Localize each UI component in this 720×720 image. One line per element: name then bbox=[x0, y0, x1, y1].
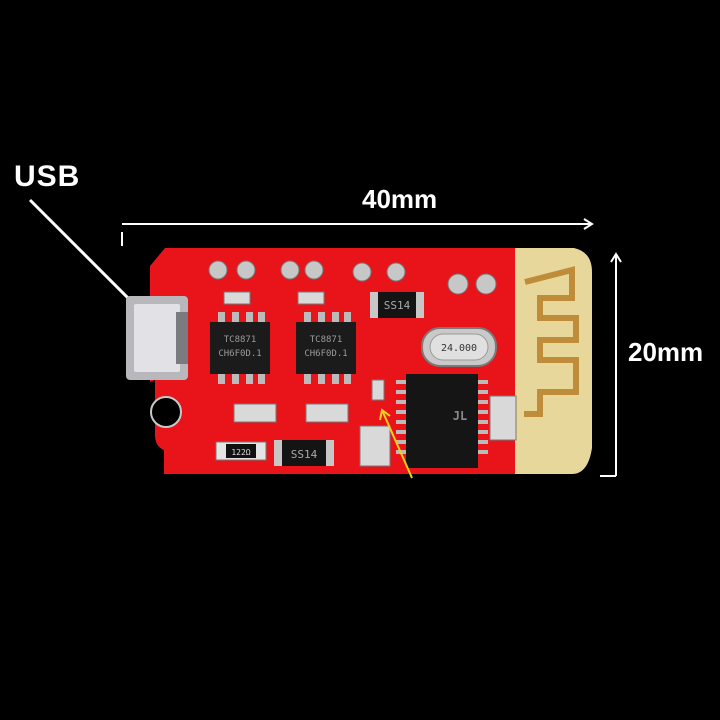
amplifier-chip-1: TC8871 CH6F0D.1 bbox=[210, 312, 270, 384]
antenna-trace bbox=[524, 266, 579, 417]
amp-chip-2-line-1: TC8871 bbox=[310, 335, 343, 345]
usb-connector bbox=[126, 296, 188, 380]
mounting-hole bbox=[150, 396, 182, 428]
amp-chip-1-line-1: TC8871 bbox=[224, 335, 257, 345]
yellow-pointer-arrow bbox=[379, 408, 413, 479]
width-dimension-label: 40mm bbox=[362, 184, 438, 214]
crystal-oscillator: 24.000 bbox=[421, 327, 497, 367]
width-dimension-line bbox=[121, 218, 594, 246]
height-dimension-label: 20mm bbox=[628, 337, 704, 367]
amp-chip-1-line-2: CH6F0D.1 bbox=[218, 349, 261, 359]
amplifier-chip-2: TC8871 CH6F0D.1 bbox=[296, 312, 356, 384]
diode-top-marking: SS14 bbox=[384, 299, 411, 312]
usb-label: USB bbox=[14, 160, 81, 193]
diode-bottom: SS14 bbox=[274, 440, 334, 466]
diode-bottom-marking: SS14 bbox=[291, 448, 318, 461]
bluetooth-chip: JL bbox=[396, 374, 488, 468]
amp-chip-2-line-2: CH6F0D.1 bbox=[304, 349, 347, 359]
diode-top: SS14 bbox=[370, 292, 424, 318]
resistor-marking: 122Ω bbox=[231, 448, 250, 457]
smd-components bbox=[223, 291, 517, 467]
bt-chip-marking: JL bbox=[453, 409, 467, 423]
solder-pads bbox=[208, 260, 497, 295]
resistor: 122Ω bbox=[215, 441, 267, 461]
height-dimension-line bbox=[600, 252, 622, 477]
crystal-marking: 24.000 bbox=[441, 343, 477, 354]
